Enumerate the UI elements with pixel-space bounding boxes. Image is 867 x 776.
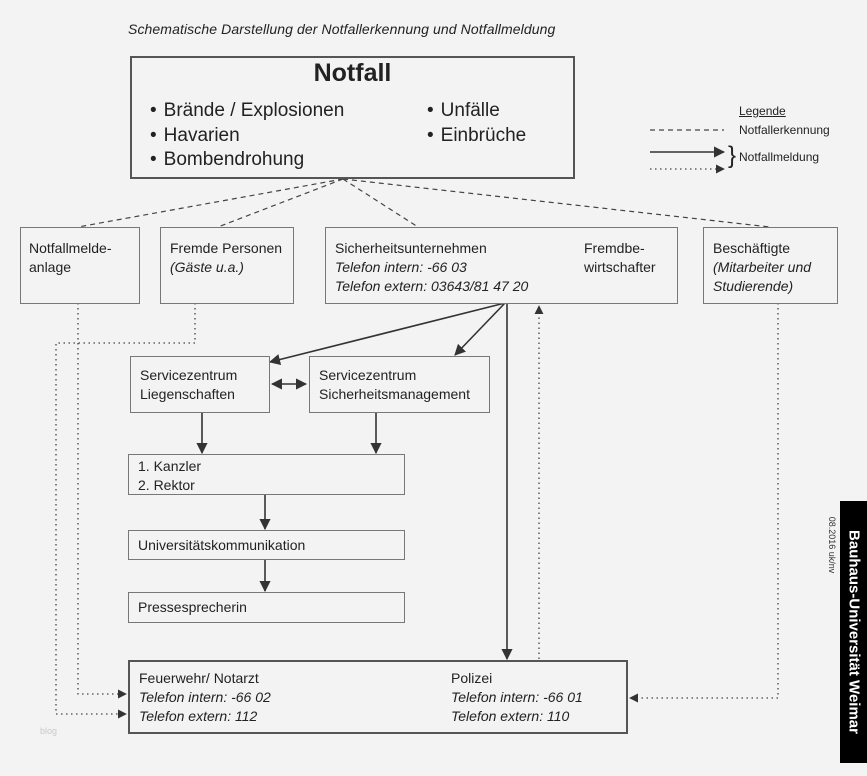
sicherheit-phone-extern: Telefon extern: 03643/81 47 20 (335, 278, 529, 294)
notfall-heading: Notfall (313, 59, 392, 87)
notfall-box: Notfall Brände / Explosionen Havarien Bo… (130, 56, 575, 179)
sicherheit-phone-intern: Telefon intern: -66 03 (335, 259, 467, 275)
polizei-title: Polizei (451, 670, 493, 686)
legend-meldung-label: Notfallmeldung (739, 150, 820, 164)
pressesprecherin-box: Pressesprecherin (128, 592, 405, 623)
university-name: Bauhaus-Universität Weimar (845, 530, 862, 734)
rektor-label: 2. Rektor (138, 477, 195, 493)
beschaeftigte-sub-2: Studierende) (713, 278, 794, 294)
polizei-phone-extern: Telefon extern: 110 (451, 708, 570, 724)
polizei-phone-intern: Telefon intern: -66 01 (451, 689, 583, 705)
fremde-sub: (Gäste u.a.) (170, 259, 244, 275)
fremde-title: Fremde Personen (170, 240, 283, 256)
universitaetskommunikation-box: Universitätskommunikation (128, 530, 405, 560)
beschaeftigte-title: Beschäftigte (713, 240, 791, 256)
notfall-item: Unfälle (427, 99, 526, 124)
dotted-meldeanlage-to-feuerwehr (77, 303, 127, 699)
polizei-section: Polizei Telefon intern: -66 01 Telefon e… (451, 669, 583, 726)
notfall-right-list: Unfälle Einbrüche (427, 99, 527, 149)
fremdbewirtschafter-label-1: Fremdbe- (584, 240, 645, 256)
meldeanlage-label-1: Notfallmelde- (29, 240, 112, 256)
arrow-sicherheit-to-liegenschaften (268, 302, 506, 365)
date-stamp: 08.2016 uk/nv (826, 510, 838, 580)
liegenschaften-label-2: Liegenschaften (140, 386, 235, 402)
kommunikation-label: Universitätskommunikation (138, 537, 306, 553)
kanzler-rektor-box: 1. Kanzler 2. Rektor (128, 454, 405, 495)
legend: Legende Notfallerkennung } Notfallmeldun… (650, 104, 850, 184)
notfallmeldeanlage-box: Notfallmelde- anlage (20, 227, 140, 304)
legend-erkennung-label: Notfallerkennung (739, 123, 830, 137)
notfall-left-list: Brände / Explosionen Havarien Bombendroh… (150, 99, 345, 173)
fremdbewirtschafter-label-2: wirtschafter (584, 259, 656, 275)
feuerwehr-phone-intern: Telefon intern: -66 02 (139, 689, 271, 705)
dashed-line-meldeanlage (77, 178, 344, 228)
fremde-personen-box: Fremde Personen (Gäste u.a.) (160, 227, 294, 304)
kanzler-label: 1. Kanzler (138, 458, 202, 474)
beschaeftigte-sub-1: (Mitarbeiter und (713, 259, 812, 275)
notfall-item: Bombendrohung (150, 148, 344, 173)
liegenschaften-label-1: Servicezentrum (140, 367, 238, 383)
sicherheit-title: Sicherheitsunternehmen (335, 240, 487, 256)
date-label: 08.2016 uk/nv (827, 516, 837, 574)
notfall-item: Einbrüche (427, 124, 527, 149)
beschaeftigte-box: Beschäftigte (Mitarbeiter und Studierend… (703, 227, 838, 304)
feuerwehr-phone-extern: Telefon extern: 112 (139, 708, 258, 724)
feuerwehr-section: Feuerwehr/ Notarzt Telefon intern: -66 0… (139, 669, 271, 726)
legend-brace: } (728, 142, 737, 169)
sicherheitsmgmt-label-1: Servicezentrum (319, 367, 417, 383)
dashed-line-fremde (217, 178, 344, 228)
servicezentrum-sicherheitsmanagement-box: Servicezentrum Sicherheitsmanagement (309, 356, 490, 413)
dashed-line-sicherheit (342, 178, 419, 228)
feuerwehr-title: Feuerwehr/ Notarzt (139, 670, 259, 686)
diagram-title: Schematische Darstellung der Notfallerke… (128, 21, 556, 37)
sicherheitsmgmt-label-2: Sicherheitsmanagement (319, 386, 470, 402)
notfall-item: Havarien (150, 124, 344, 149)
notfall-item: Brände / Explosionen (150, 99, 345, 124)
servicezentrum-liegenschaften-box: Servicezentrum Liegenschaften (130, 356, 270, 413)
legend-title: Legende (739, 104, 786, 118)
meldeanlage-label-2: anlage (29, 259, 72, 275)
sicherheitsunternehmen-box: Sicherheitsunternehmen Telefon intern: -… (325, 227, 678, 304)
dotted-beschaeftigte-to-polizei (629, 303, 779, 703)
notruf-box: Feuerwehr/ Notarzt Telefon intern: -66 0… (128, 660, 628, 734)
presse-label: Pressesprecherin (138, 599, 247, 615)
watermark: blog (40, 726, 58, 736)
university-sidebar: Bauhaus-Universität Weimar (840, 501, 867, 763)
arrow-sicherheit-to-sicherheitsmgmt (454, 302, 506, 356)
